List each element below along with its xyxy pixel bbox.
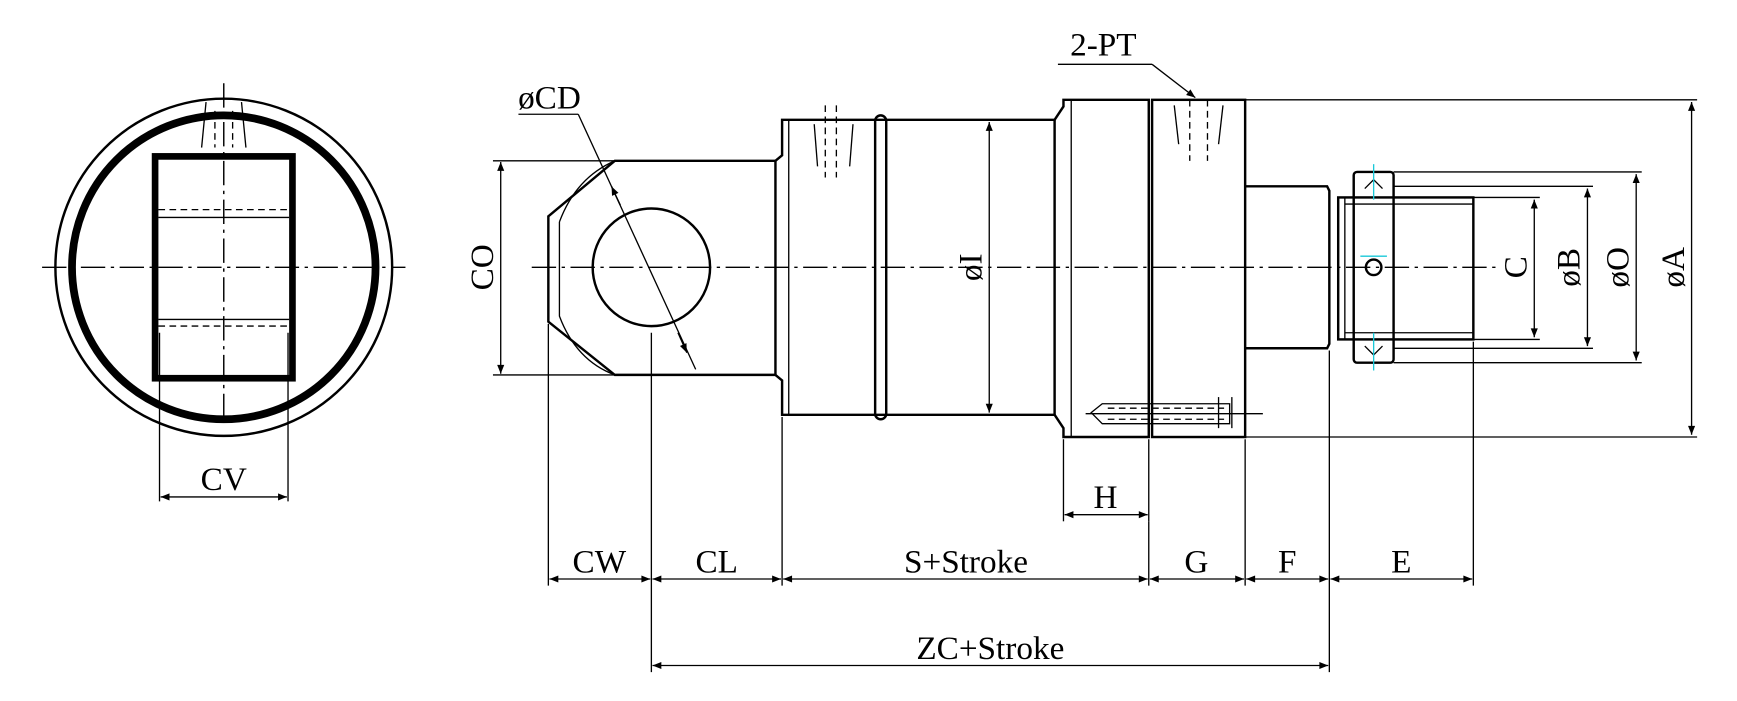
dim-co: CO: [464, 244, 501, 290]
dim-i: øI: [953, 253, 990, 281]
dim-f: F: [1278, 543, 1296, 580]
dim-s-stroke: S+Stroke: [904, 543, 1028, 580]
dim-o: øO: [1599, 247, 1636, 288]
dim-b: øB: [1551, 248, 1588, 287]
dimensions: CO øCD 2-PT øI øA øO øB C H: [464, 26, 1698, 673]
dim-cv: CV: [201, 461, 247, 498]
dim-cw: CW: [573, 543, 627, 580]
dim-g: G: [1184, 543, 1208, 580]
dim-c: C: [1498, 256, 1535, 278]
dim-a: øA: [1655, 247, 1692, 288]
end-view: CV: [42, 83, 406, 502]
dim-e: E: [1391, 543, 1411, 580]
side-view: [531, 98, 1496, 439]
dim-h: H: [1094, 479, 1118, 516]
dim-cd: øCD: [518, 80, 581, 117]
dim-zc-stroke: ZC+Stroke: [916, 630, 1064, 667]
dim-cl: CL: [695, 543, 737, 580]
dim-pt: 2-PT: [1070, 26, 1136, 63]
